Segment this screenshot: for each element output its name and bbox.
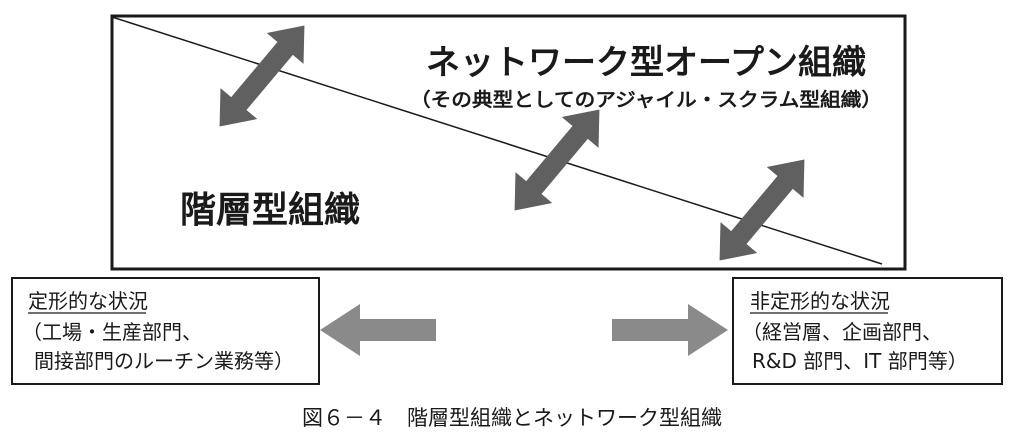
right-arrow [612,304,728,356]
nonroutine-situation-line2: R&D 部門、IT 部門等） [752,349,968,373]
routine-situation-heading: 定形的な状況 [28,289,148,313]
main-box [110,14,907,271]
hierarchy-org-label: 階層型組織 [180,190,360,231]
left-arrow [320,304,436,356]
nonroutine-situation-line1: （経営層、企画部門、 [742,320,942,344]
figure-caption: 図６－４ 階層型組織とネットワーク型組織 [302,406,722,430]
routine-situation-line1: （工場・生産部門、 [22,320,202,344]
routine-situation-line2: 間接部門のルーチン業務等） [34,349,294,373]
network-org-subtitle: （その典型としてのアジャイル・スクラム型組織） [410,88,882,111]
nonroutine-situation-box [732,277,1003,385]
nonroutine-situation-heading: 非定形的な状況 [750,289,890,313]
network-org-title: ネットワーク型オープン組織 [426,43,866,83]
routine-situation-box [11,277,320,385]
